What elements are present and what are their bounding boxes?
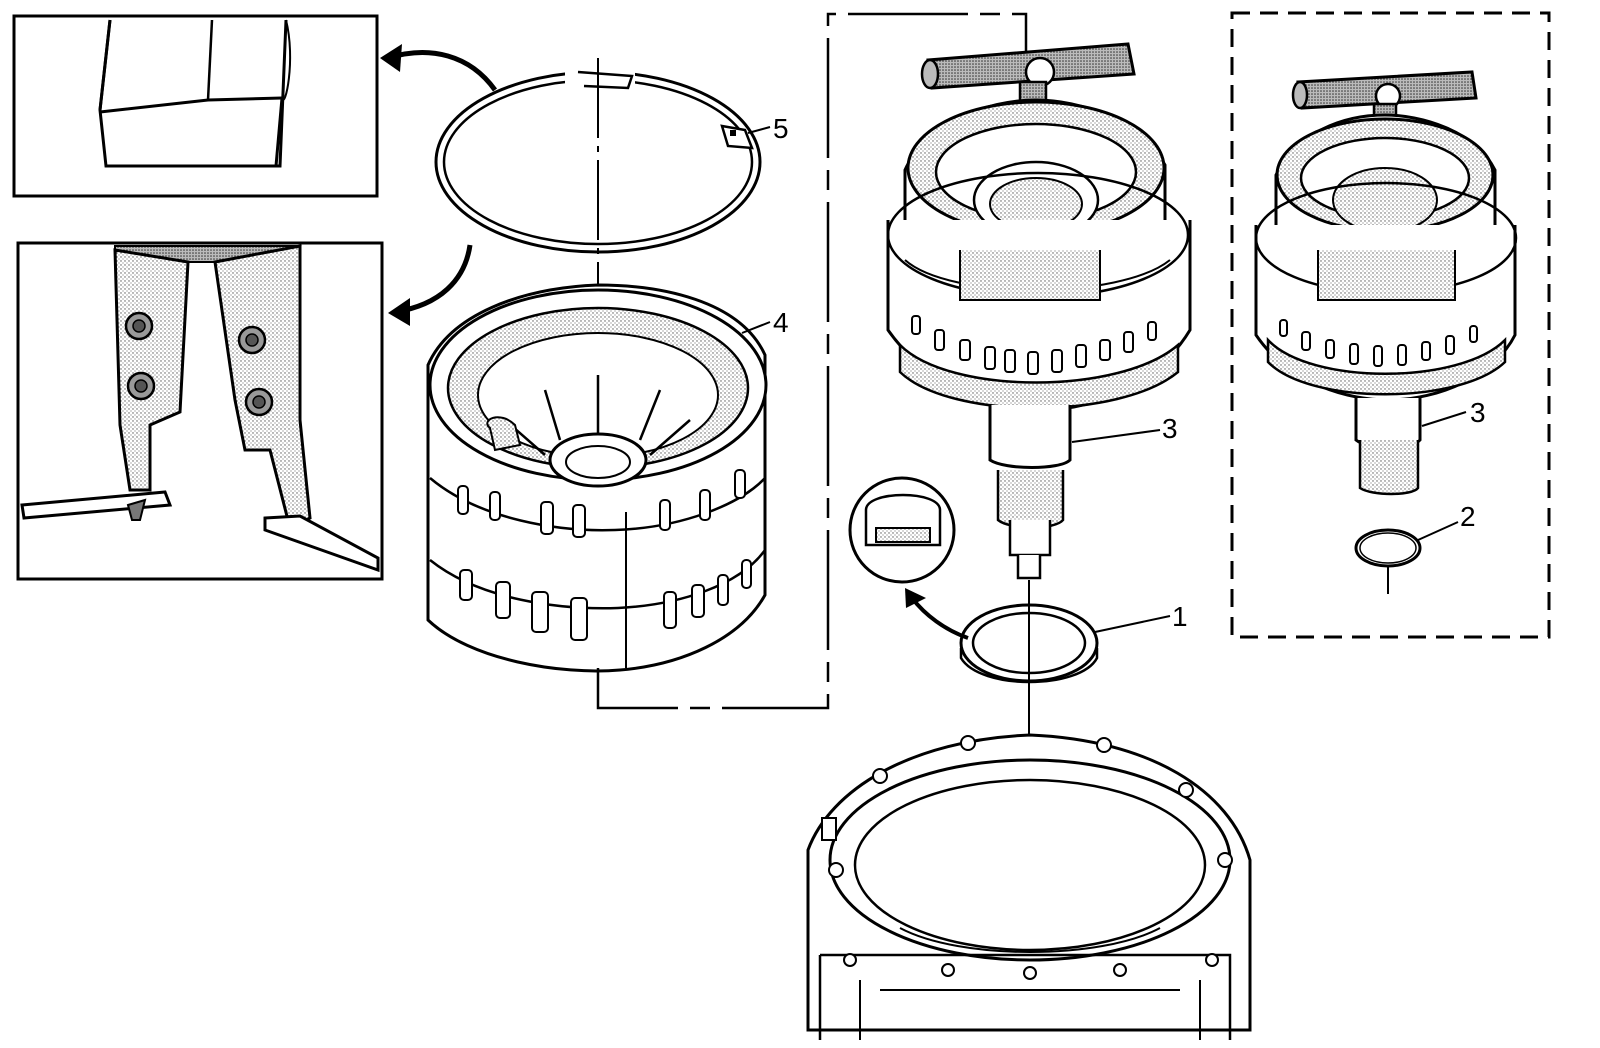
callout-3-right: 3: [1470, 397, 1486, 428]
callout-3-center: 3: [1162, 413, 1178, 444]
ring-end-detail-box: [12, 14, 379, 198]
output-carrier-alternate-view: [1254, 70, 1518, 496]
seal-ring: [1354, 528, 1422, 568]
pliers-bolt-icons: [124, 311, 274, 417]
view-connector-bracket: [596, 12, 1028, 710]
callout-5: 5: [773, 113, 789, 144]
output-carrier-with-tool: [886, 42, 1192, 580]
snap-ring-pliers-detail-box: [16, 241, 384, 581]
clutch-housing-assembly: [426, 283, 768, 673]
arrow-to-magnifier: [910, 596, 969, 640]
callout-2: 2: [1460, 501, 1476, 532]
arrow-to-end-detail: [387, 50, 498, 92]
callout-1: 1: [1172, 601, 1188, 632]
callout-4: 4: [773, 307, 789, 338]
bearing-section-magnifier: [848, 476, 956, 584]
alternate-view-box: [1230, 11, 1551, 639]
transmission-case: [806, 733, 1252, 1040]
